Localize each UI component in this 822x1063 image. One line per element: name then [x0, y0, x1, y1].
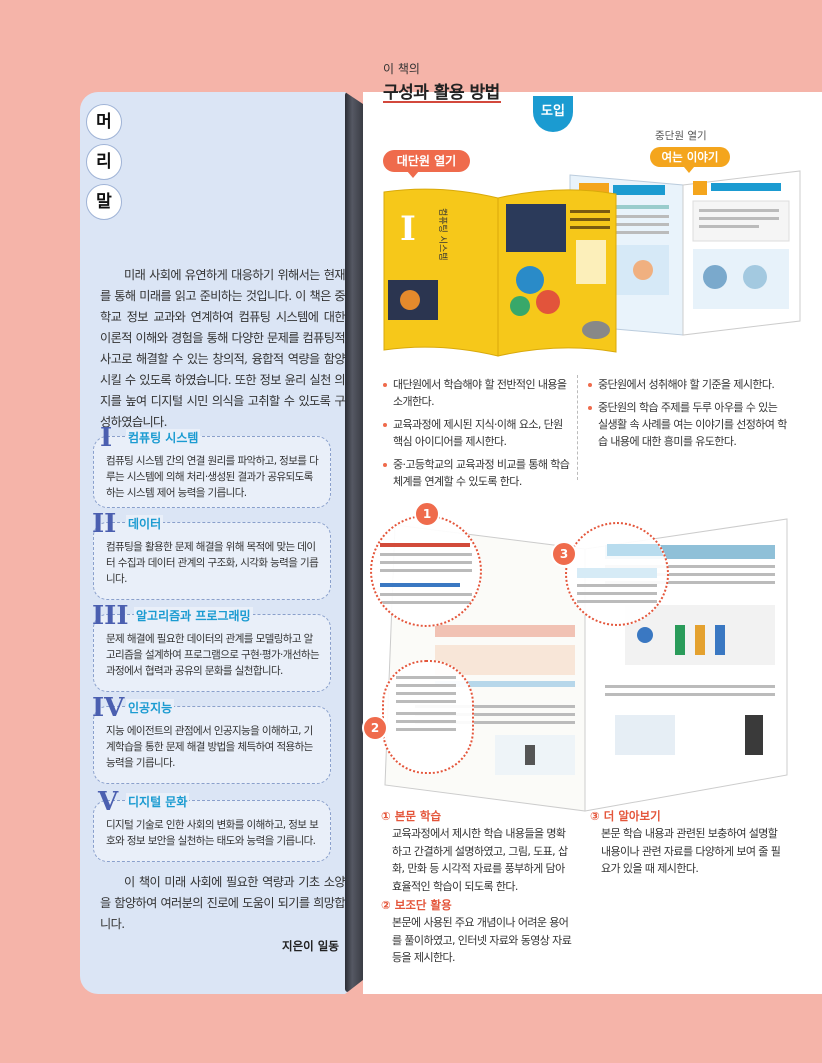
major-unit-book-image: I 컴퓨팅 시스템: [383, 188, 617, 357]
heading-char-1: 머: [86, 104, 122, 140]
unit-numeral: III: [92, 601, 129, 631]
callout-zoom-1: [370, 515, 482, 627]
unit-card-2: II 데이터 컴퓨팅을 활용한 문제 해결을 위해 목적에 맞는 데이터 수집과…: [92, 509, 331, 600]
mid-unit-bullets: 중단원에서 성취해야 할 기준을 제시한다. 중단원의 학습 주제를 두루 아우…: [588, 376, 788, 456]
page-divider-bottom: [345, 980, 363, 994]
unit-card-1: I 컴퓨팅 시스템 컴퓨팅 시스템 간의 연결 원리를 파악하고, 정보를 다루…: [93, 423, 331, 508]
column-divider: [577, 375, 578, 480]
page-title: 구성과 활용 방법: [383, 83, 500, 103]
book-spine-title: 컴퓨팅 시스템: [437, 208, 449, 261]
major-unit-tag: 대단원 열기: [383, 150, 470, 178]
header-subtitle: 이 책의: [383, 62, 420, 76]
unit-description: 지능 에이전트의 관점에서 인공지능을 이해하고, 기계학습을 통한 문제 해결…: [106, 725, 313, 769]
unit-description: 컴퓨팅을 활용한 문제 해결을 위해 목적에 맞는 데이터 수집과 데이터 관계…: [106, 541, 319, 585]
section-desc-more: 본문 학습 내용과 관련된 보충하여 설명할 내용이나 관련 자료를 다양하게 …: [601, 827, 781, 875]
callout-number-3: 3: [551, 541, 577, 567]
unit-numeral: II: [92, 509, 117, 539]
preface-text: 미래 사회에 유연하게 대응하기 위해서는 현재를 통해 미래를 읽고 준비하는…: [100, 268, 346, 429]
callout-zoom-1-content: [380, 543, 472, 604]
callout-zoom-3: [565, 522, 669, 626]
unit-title: 컴퓨팅 시스템: [126, 429, 201, 446]
bullet-item: 중단원에서 성취해야 할 기준을 제시한다.: [588, 376, 788, 393]
book-roman: I: [400, 209, 416, 249]
mid-unit-label: 중단원 열기: [655, 130, 707, 142]
unit-description: 문제 해결에 필요한 데이터의 관계를 모델링하고 알고리즘을 설계하여 프로그…: [106, 633, 320, 677]
major-unit-bullets: 대단원에서 학습해야 할 전반적인 내용을 소개한다. 교육과정에 제시된 지식…: [383, 376, 573, 496]
section-title-sidebar: ② 보조단 활용: [381, 898, 452, 912]
author: 지은이 일동: [282, 939, 339, 953]
section-title-more: ③ 더 알아보기: [590, 809, 661, 823]
unit-title: 데이터: [126, 515, 164, 532]
bullet-item: 중·고등학교의 교육과정 비교를 통해 학습 체계를 연계할 수 있도록 한다.: [383, 456, 573, 490]
unit-title: 디지털 문화: [126, 793, 190, 810]
heading-char-2: 리: [86, 144, 122, 180]
bullet-item: 중단원의 학습 주제를 두루 아우를 수 있는 실생활 속 사례를 여는 이야기…: [588, 399, 788, 450]
heading-char-3: 말: [86, 184, 122, 220]
unit-card-3: III 알고리즘과 프로그래밍 문제 해결에 필요한 데이터의 관계를 모델링하…: [92, 601, 331, 692]
callout-zoom-3-content: [577, 544, 663, 603]
unit-title: 알고리즘과 프로그래밍: [134, 607, 253, 624]
callout-zoom-2: [382, 660, 474, 774]
preface-closing: 이 책이 미래 사회에 필요한 역량과 기초 소양을 함양하여 여러분의 진로에…: [100, 875, 346, 931]
section-desc-sidebar: 본문에 사용된 주요 개념이나 어려운 용어를 풀이하였고, 인터넷 자료와 동…: [392, 916, 572, 964]
callout-zoom-2-content: [396, 676, 456, 731]
section-title-body: ① 본문 학습: [381, 809, 442, 823]
unit-numeral: IV: [92, 693, 125, 723]
unit-title: 인공지능: [126, 699, 175, 716]
unit-description: 컴퓨팅 시스템 간의 연결 원리를 파악하고, 정보를 다루는 시스템에 의해 …: [106, 455, 319, 499]
section-desc-body: 교육과정에서 제시한 학습 내용들을 명확하고 간결하게 설명하였고, 그림, …: [392, 827, 568, 893]
callout-number-1: 1: [414, 501, 440, 527]
unit-numeral: I: [100, 423, 113, 453]
mid-unit-tag: 여는 이야기: [650, 147, 730, 173]
intro-badge: 도입: [533, 96, 573, 132]
unit-description: 디지털 기술로 인한 사회의 변화를 이해하고, 정보 보호와 정보 보안을 실…: [106, 819, 319, 847]
unit-card-5: V 디지털 문화 디지털 기술로 인한 사회의 변화를 이해하고, 정보 보호와…: [93, 787, 331, 862]
page-divider: [345, 92, 363, 992]
callout-number-2: 2: [362, 715, 388, 741]
bullet-item: 대단원에서 학습해야 할 전반적인 내용을 소개한다.: [383, 376, 573, 410]
unit-card-4: IV 인공지능 지능 에이전트의 관점에서 인공지능을 이해하고, 기계학습을 …: [92, 693, 331, 784]
unit-numeral: V: [98, 787, 119, 817]
title-underline: [383, 101, 501, 103]
bullet-item: 교육과정에 제시된 지식·이해 요소, 단원 핵심 아이디어를 제시한다.: [383, 416, 573, 450]
page-divider-tip: [345, 92, 363, 104]
